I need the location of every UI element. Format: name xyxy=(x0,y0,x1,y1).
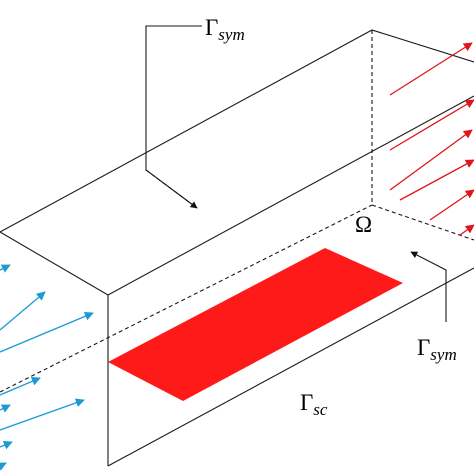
channel-box xyxy=(0,29,474,467)
inflow-arrow-5 xyxy=(0,398,85,431)
inflow-arrow-1 xyxy=(0,264,11,273)
inflow-arrow-2 xyxy=(0,291,46,331)
bottom-front-edge xyxy=(107,267,474,467)
bottom-boundary-label: Γsc xyxy=(300,390,328,419)
inflow-arrow-3 xyxy=(0,311,94,353)
heated-patch xyxy=(108,248,403,401)
hidden-floor-left-edge xyxy=(0,204,373,393)
inflow-arrows xyxy=(0,264,94,471)
top-symmetry-pointer xyxy=(145,25,202,209)
side-symmetry-label: Γsym xyxy=(417,335,457,364)
outflow-arrow-1 xyxy=(389,42,473,96)
front-top-edge xyxy=(0,95,474,296)
side-symmetry-pointer xyxy=(410,251,447,322)
hidden-back-bottom-edge xyxy=(371,204,474,241)
inflow-arrow-8 xyxy=(0,462,7,471)
hidden-edges xyxy=(0,30,474,393)
outflow-arrow-5 xyxy=(399,159,474,201)
inflow-arrow-4 xyxy=(0,377,41,396)
top-symmetry-pointer-hidden xyxy=(145,169,198,209)
outflow-arrow-3 xyxy=(389,129,473,191)
outflow-arrow-4 xyxy=(429,189,474,221)
outflow-arrows xyxy=(389,42,474,236)
outflow-arrow-2 xyxy=(389,99,474,151)
inflow-arrow-7 xyxy=(0,440,13,450)
top-symmetry-label: Γsym xyxy=(205,15,245,44)
inflow-arrow-6 xyxy=(0,404,11,413)
domain-label: Ω xyxy=(355,212,372,237)
top-face-edges xyxy=(0,29,474,233)
outflow-arrow-6 xyxy=(459,224,474,236)
